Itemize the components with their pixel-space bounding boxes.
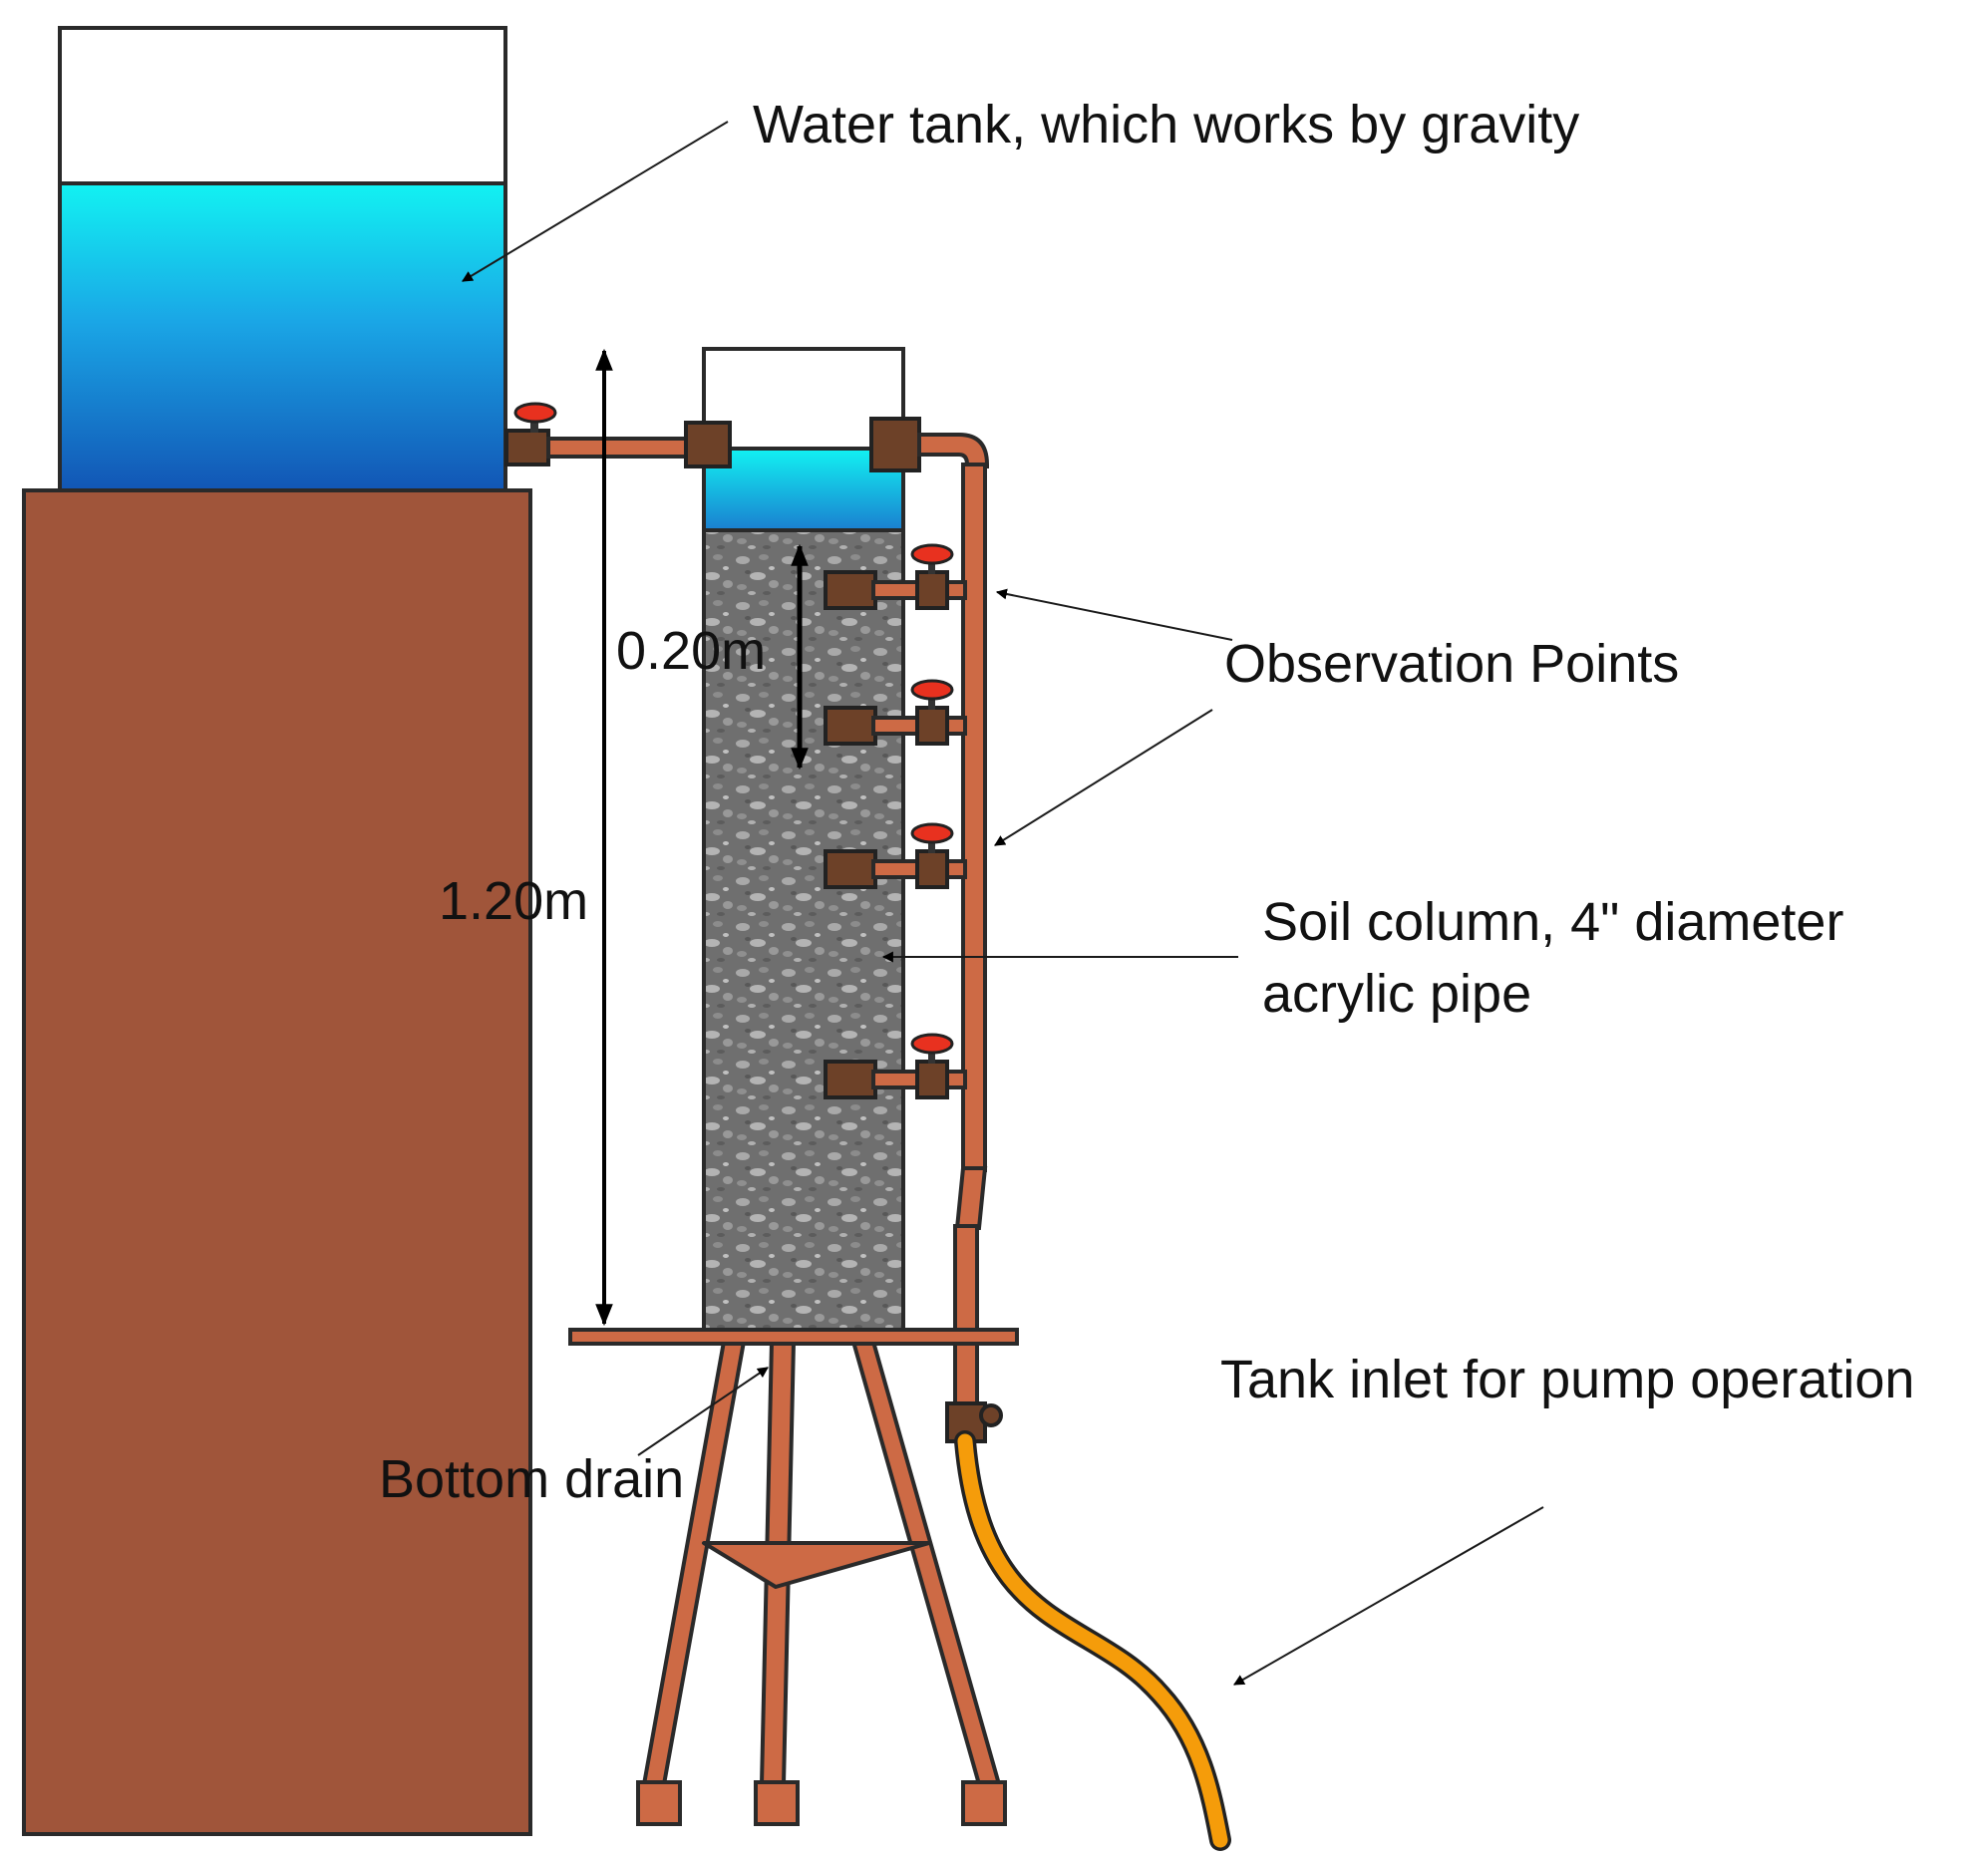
soil-column-overflow-coupling (869, 417, 921, 472)
label-observation-points: Observation Points (1224, 634, 1679, 694)
observation-valve-body (915, 706, 949, 746)
observation-valve-handle (910, 822, 954, 844)
water-tank-air-space (58, 26, 507, 185)
dimension-label-long: 1.20m (439, 871, 588, 931)
label-soil-column-line1: Soil column, 4" diameter (1262, 892, 1843, 952)
observation-point-2 (824, 679, 967, 746)
observation-port-fitting (824, 1060, 877, 1099)
stand-foot-right (961, 1780, 1007, 1826)
tank-outlet-valve-stem (530, 417, 538, 433)
observation-point-3 (824, 822, 967, 889)
pump-inlet-hose-fill (957, 1433, 1228, 1848)
stand-cross-brace (702, 1541, 931, 1589)
observation-valve-handle (910, 679, 954, 701)
stand-foot-left (636, 1780, 682, 1826)
label-bottom-drain: Bottom drain (379, 1449, 684, 1509)
soil-column-inlet-coupling (684, 421, 732, 468)
feed-pipe (546, 437, 688, 459)
observation-port-fitting (824, 849, 877, 889)
observation-point-4 (824, 1033, 967, 1099)
leader-water-tank (462, 121, 729, 282)
observation-port-fitting (824, 706, 877, 746)
water-tank-water (58, 181, 507, 492)
observation-valve-body (915, 570, 949, 610)
leader-tank-inlet (1233, 1506, 1544, 1686)
observation-point-1 (824, 543, 967, 610)
observation-valve-handle (910, 1033, 954, 1055)
dimension-label-short: 0.20m (616, 621, 766, 681)
stand-leg-left (641, 1340, 747, 1786)
label-water-tank: Water tank, which works by gravity (753, 95, 1579, 155)
observation-valve-stem (928, 694, 935, 710)
stand-top-plate (568, 1328, 1019, 1346)
leader-observation-lower (994, 709, 1213, 846)
observation-valve-handle (910, 543, 954, 565)
column-stand (568, 1328, 1019, 1826)
tank-outlet-valve-handle (513, 402, 557, 424)
observation-valve-stem (928, 837, 935, 853)
side-pipe-jog (954, 1166, 988, 1230)
hose-connector-valve (979, 1403, 1003, 1427)
observation-port-fitting (824, 570, 877, 610)
observation-valve-body (915, 849, 949, 889)
leader-bottom-drain (637, 1367, 769, 1456)
label-soil-column-line2: acrylic pipe (1262, 964, 1531, 1024)
observation-valve-stem (928, 558, 935, 574)
stand-foot-middle (754, 1780, 800, 1826)
label-tank-inlet: Tank inlet for pump operation (1220, 1350, 1914, 1409)
side-pipe-lower (953, 1224, 979, 1407)
tank-outlet-fitting (504, 429, 550, 466)
observation-valve-stem (928, 1048, 935, 1064)
overflow-elbow (917, 433, 989, 468)
tank-platform (22, 488, 532, 1836)
observation-valve-body (915, 1060, 949, 1099)
leader-observation-top (995, 588, 1233, 641)
water-tank (58, 26, 507, 492)
side-pipe-upper (961, 463, 987, 1172)
